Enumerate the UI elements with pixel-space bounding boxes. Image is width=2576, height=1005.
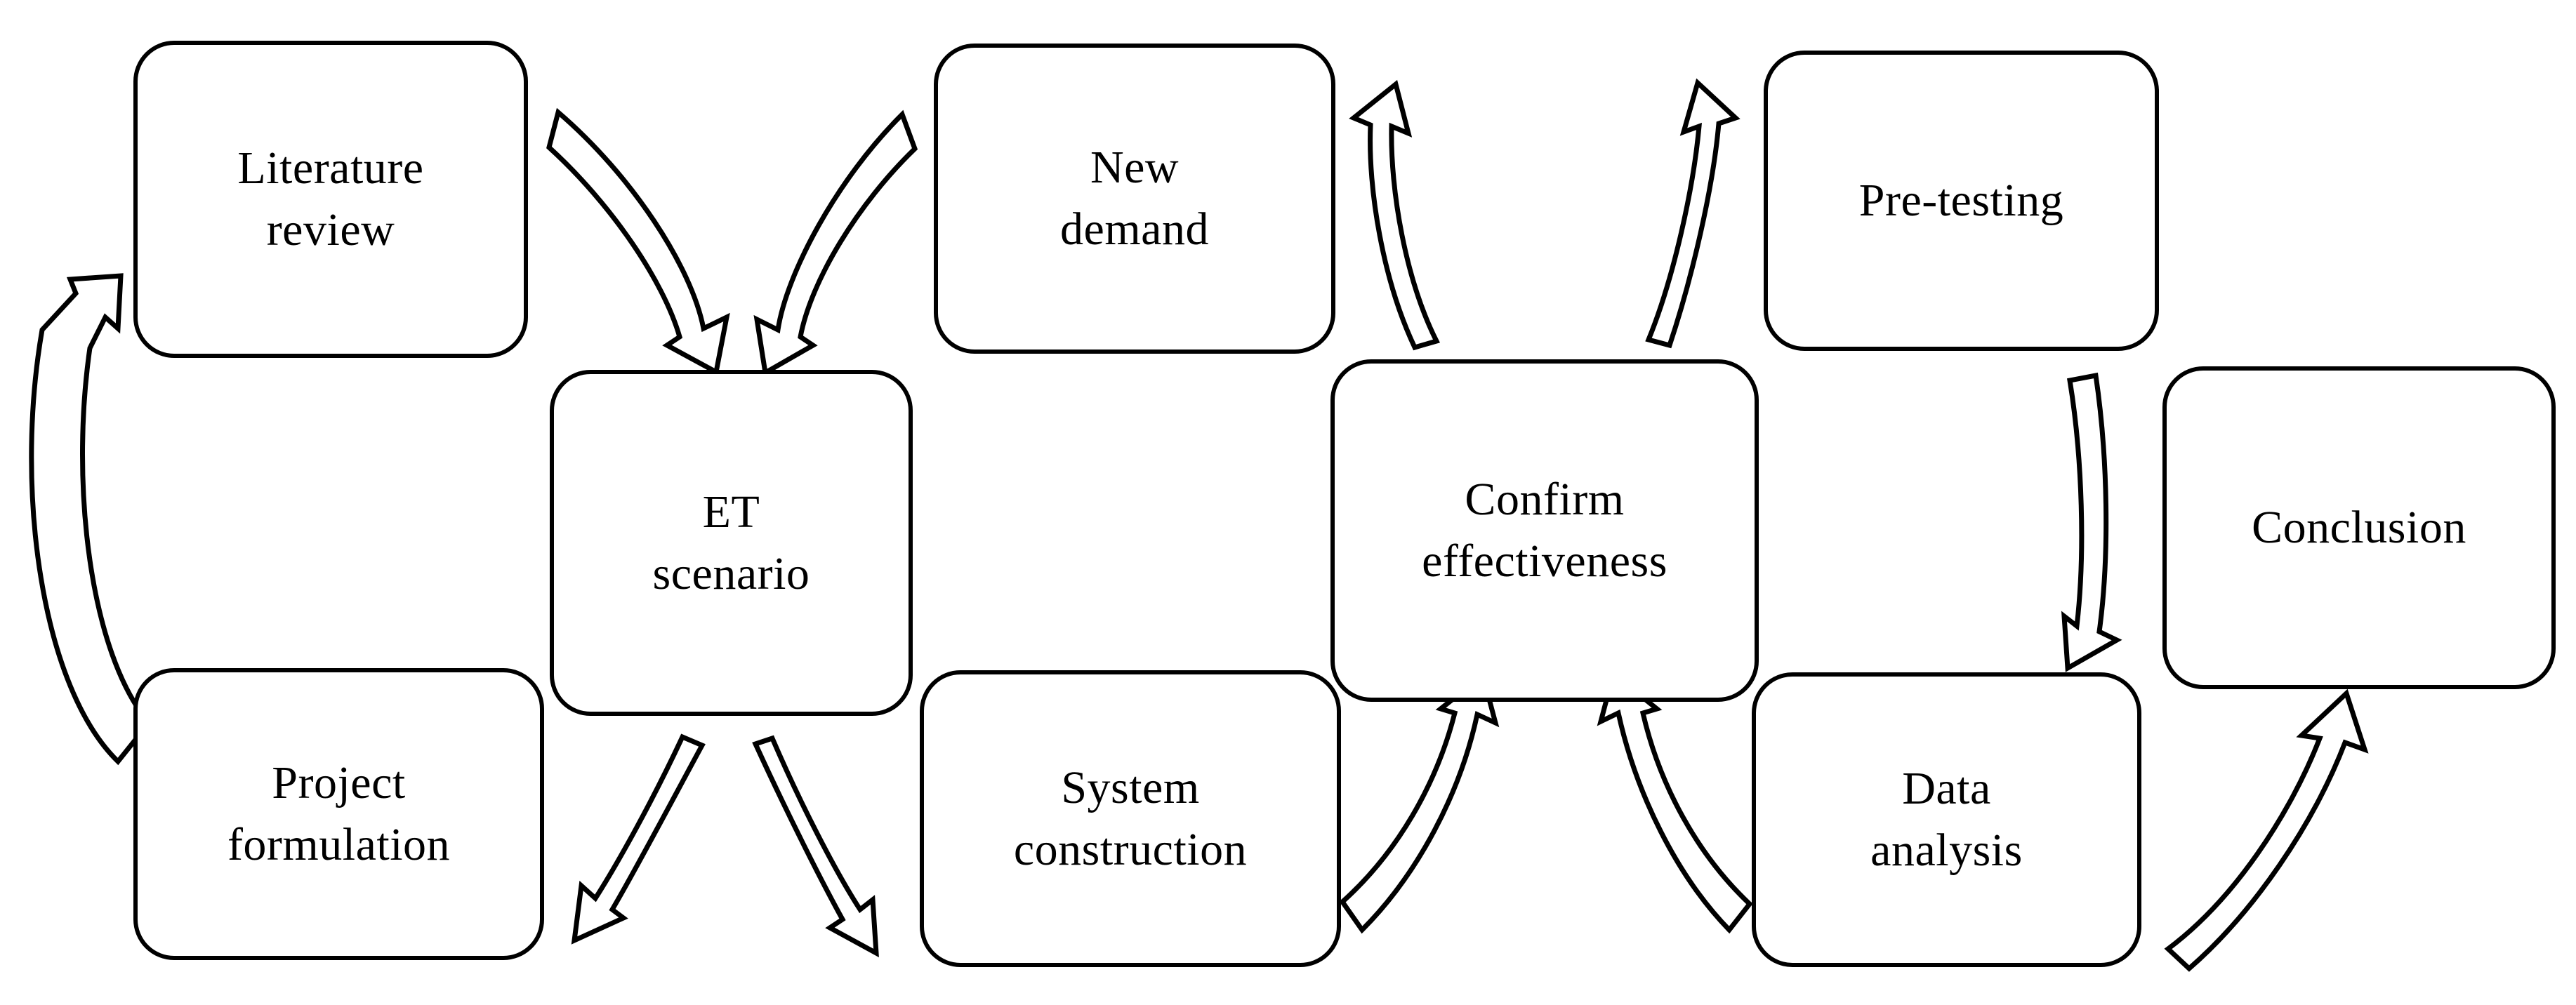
node-label-new-demand: New demand (1060, 142, 1209, 255)
node-conclusion[interactable]: Conclusion (2162, 366, 2556, 689)
arrow-new-demand-to-et-scenario (753, 109, 918, 377)
node-data-analysis[interactable]: Data analysis (1752, 672, 2141, 967)
arrow-et-scenario-to-system-construction (752, 735, 879, 958)
node-label-system-construction: System construction (1013, 761, 1248, 875)
node-label-pre-testing: Pre-testing (1858, 175, 2064, 227)
node-pre-testing[interactable]: Pre-testing (1764, 51, 2159, 351)
arrow-data-analysis-to-conclusion (2164, 688, 2369, 972)
arrow-data-analysis-to-confirm-effectiveness (1597, 669, 1753, 934)
arrow-et-scenario-to-project-formulation (571, 733, 706, 945)
arrow-literature-review-to-et-scenario (546, 107, 730, 376)
node-et-scenario[interactable]: ET scenario (550, 370, 913, 716)
arrow-system-construction-to-confirm-effectiveness (1339, 670, 1500, 934)
node-new-demand[interactable]: New demand (934, 44, 1335, 354)
arrow-confirm-effectiveness-to-pre-testing (1645, 78, 1741, 349)
node-label-literature-review: Literature review (237, 142, 424, 255)
node-label-et-scenario: ET scenario (652, 486, 810, 599)
node-confirm-effectiveness[interactable]: Confirm effectiveness (1330, 359, 1759, 702)
node-project-formulation[interactable]: Project formulation (133, 668, 544, 960)
arrow-confirm-effectiveness-to-new-demand (1349, 79, 1441, 351)
node-label-conclusion: Conclusion (2252, 502, 2466, 554)
node-label-data-analysis: Data analysis (1870, 763, 2023, 876)
arrow-pre-testing-to-data-analysis (2061, 372, 2122, 672)
node-system-construction[interactable]: System construction (920, 670, 1341, 967)
node-label-confirm-effectiveness: Confirm effectiveness (1422, 474, 1667, 587)
arrow-project-formulation-to-literature-review (29, 273, 152, 766)
node-literature-review[interactable]: Literature review (133, 41, 528, 358)
node-label-project-formulation: Project formulation (227, 757, 451, 870)
